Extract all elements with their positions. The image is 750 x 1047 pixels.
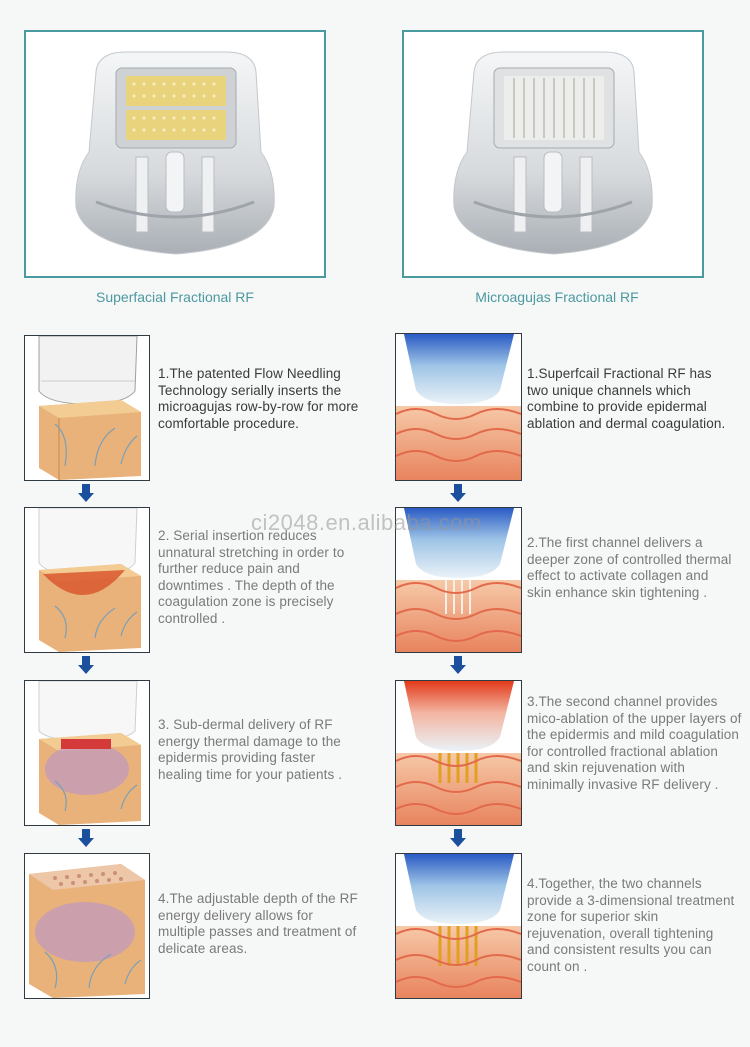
tip-cartridge-silver-image bbox=[453, 51, 653, 255]
left-step-1-illustration bbox=[24, 335, 150, 481]
arrow-down-icon bbox=[450, 484, 466, 502]
left-step-3-illustration bbox=[24, 680, 150, 826]
left-step-1-text: 1.The patented Flow Needling Technology … bbox=[158, 366, 359, 431]
right-step-1-text: 1.Superfcail Fractional RF has two uniqu… bbox=[527, 366, 726, 431]
product-caption-microagujas: Microagujas Fractional RF bbox=[475, 289, 639, 305]
watermark: ci2048.en.alibaba.com bbox=[251, 510, 482, 535]
arrow-down-icon bbox=[450, 656, 466, 674]
left-step-2-illustration bbox=[24, 507, 150, 653]
right-step-3-illustration bbox=[395, 680, 522, 826]
right-step-1-illustration bbox=[395, 333, 522, 481]
right-step-4-text: 4.Together, the two channels provide a 3… bbox=[527, 876, 735, 974]
arrow-down-icon bbox=[78, 829, 94, 847]
right-step-2-text: 2.The first channel delivers a deeper zo… bbox=[527, 535, 732, 600]
left-step-2-text: 2. Serial insertion reduces unnatural st… bbox=[158, 528, 345, 626]
left-step-4-illustration bbox=[24, 853, 150, 999]
left-step-4-text: 4.The adjustable depth of the RF energy … bbox=[158, 891, 358, 956]
product-image-microagujas bbox=[402, 30, 704, 278]
arrow-down-icon bbox=[78, 656, 94, 674]
tip-cartridge-gold-image bbox=[75, 51, 275, 255]
arrow-down-icon bbox=[450, 829, 466, 847]
product-image-superfacial bbox=[24, 30, 326, 278]
product-caption-superfacial: Superfacial Fractional RF bbox=[96, 289, 254, 305]
right-step-2-illustration bbox=[395, 507, 522, 653]
right-step-3-text: 3.The second channel provides mico-ablat… bbox=[527, 694, 742, 792]
right-step-4-illustration bbox=[395, 853, 522, 999]
arrow-down-icon bbox=[78, 484, 94, 502]
left-step-3-text: 3. Sub-dermal delivery of RF energy ther… bbox=[158, 717, 343, 782]
